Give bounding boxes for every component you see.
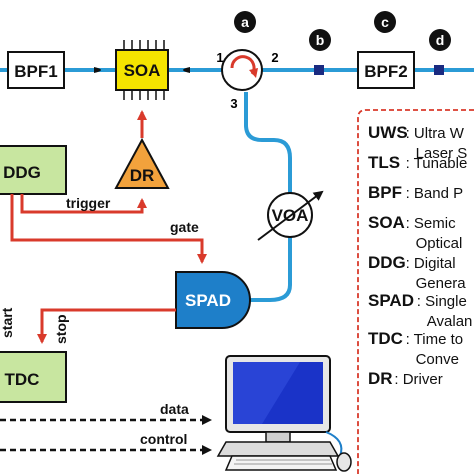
svg-text:c: c bbox=[381, 14, 389, 30]
legend-desc-line1: : Tunable bbox=[406, 155, 468, 172]
tdc-block: TDC bbox=[0, 351, 67, 403]
bpf2-label: BPF2 bbox=[364, 62, 407, 81]
legend-item-bpf: BPF: Band P bbox=[368, 183, 463, 202]
legend-desc-line1: : Single bbox=[417, 293, 467, 310]
point-marker-a: a bbox=[234, 11, 256, 33]
soa-block: SOA bbox=[115, 40, 169, 100]
port-3-label: 3 bbox=[230, 96, 237, 111]
trigger-line bbox=[20, 194, 147, 214]
legend-desc-line2: Avalan bbox=[427, 313, 473, 330]
legend-desc-line1: : Digital bbox=[406, 255, 456, 272]
legend-item-dr: DR: Driver bbox=[368, 369, 443, 388]
ddg-label: DDG bbox=[3, 163, 41, 182]
legend-desc-line1: : Time to bbox=[406, 331, 464, 348]
port-2-label: 2 bbox=[271, 50, 278, 65]
svg-text:b: b bbox=[316, 32, 325, 48]
bpf1-label: BPF1 bbox=[14, 62, 57, 81]
bpf2-block: BPF2 bbox=[357, 51, 415, 89]
stop-line bbox=[37, 308, 176, 344]
legend-key: SPAD bbox=[368, 291, 414, 310]
spad-label: SPAD bbox=[185, 291, 231, 310]
gate-label: gate bbox=[170, 219, 199, 235]
point-marker-b: b bbox=[309, 29, 331, 51]
start-label: start bbox=[0, 307, 15, 338]
dr-block: DR bbox=[114, 110, 170, 189]
legend-key: UWS bbox=[368, 123, 408, 142]
tap-point-b bbox=[314, 65, 324, 75]
legend-key: DDG bbox=[368, 253, 406, 272]
control-label: control bbox=[140, 431, 187, 447]
gate-line bbox=[10, 194, 207, 264]
circulator bbox=[221, 49, 263, 91]
legend-desc-line1: : Driver bbox=[394, 371, 442, 388]
port-1-label: 1 bbox=[216, 50, 223, 65]
legend-desc-line1: : Ultra W bbox=[406, 125, 465, 142]
bpf1-block: BPF1 bbox=[7, 51, 65, 89]
svg-text:d: d bbox=[436, 32, 445, 48]
stop-label: stop bbox=[53, 314, 69, 344]
svg-text:a: a bbox=[241, 14, 249, 30]
legend-desc-line2: Genera bbox=[416, 275, 467, 292]
legend-desc-line1: : Semic bbox=[406, 215, 457, 232]
computer-icon bbox=[216, 355, 352, 472]
legend-key: DR bbox=[368, 369, 393, 388]
tdc-label: TDC bbox=[5, 370, 40, 389]
legend-key: TLS bbox=[368, 153, 400, 172]
dr-label: DR bbox=[130, 166, 155, 185]
legend-desc-line1: : Band P bbox=[406, 185, 464, 202]
legend-item-tls: TLS : Tunable bbox=[368, 153, 467, 172]
point-marker-c: c bbox=[374, 11, 396, 33]
trigger-label: trigger bbox=[66, 195, 111, 211]
legend-item-tdc: TDC: Time to Conve bbox=[368, 329, 463, 368]
legend-key: SOA bbox=[368, 213, 405, 232]
data-label: data bbox=[160, 401, 189, 417]
tap-point-d bbox=[434, 65, 444, 75]
legend-key: TDC bbox=[368, 329, 403, 348]
ddg-block: DDG bbox=[0, 145, 67, 195]
legend-desc-line2: Optical bbox=[416, 235, 463, 252]
legend-desc-line2: Conve bbox=[416, 351, 459, 368]
spad-block: SPAD bbox=[175, 271, 251, 329]
legend-desc-line2: Laser S bbox=[416, 145, 468, 162]
voa-block: VOA bbox=[257, 190, 324, 241]
legend-item-uws: UWS: Ultra W Laser S bbox=[368, 123, 467, 162]
legend-key: BPF bbox=[368, 183, 402, 202]
soa-label: SOA bbox=[124, 61, 161, 80]
point-marker-d: d bbox=[429, 29, 451, 51]
